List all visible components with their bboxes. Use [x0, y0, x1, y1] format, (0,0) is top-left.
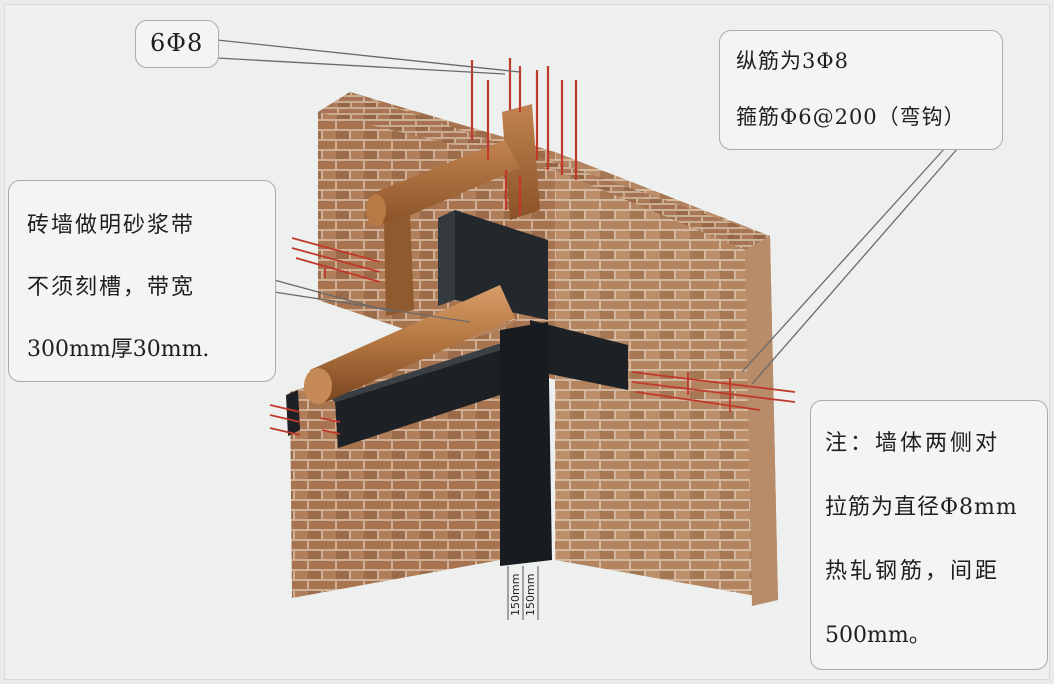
tie-bars-right: [319, 371, 796, 435]
timber-arm-end: [366, 194, 386, 226]
back-wall-edge: [745, 236, 778, 606]
callout-line: 拉筋为直径Φ8mm: [825, 495, 1018, 520]
column-upper-side: [438, 210, 455, 306]
callout-line: 纵筋为3Φ8: [736, 49, 849, 73]
callout-line: 箍筋Φ6@200（弯钩）: [736, 105, 966, 129]
callout-line: 不须刻槽，带宽: [27, 275, 196, 300]
callout-note: 注：墙体两侧对 拉筋为直径Φ8mm 热轧钢筋，间距 500mm。: [810, 400, 1048, 670]
callout-rebar-count: 6Φ8: [135, 20, 219, 68]
beam-right: [530, 320, 628, 390]
timber-log-end: [304, 368, 332, 404]
callout-mortar-band: 砖墙做明砂浆带 不须刻槽，带宽 300mm厚30mm.: [8, 180, 276, 382]
back-wall-top: [318, 92, 770, 250]
callout-line: 砖墙做明砂浆带: [27, 213, 196, 238]
timber-post: [502, 104, 540, 220]
column-left-end: [286, 390, 300, 436]
tie-bars-left: [269, 237, 381, 436]
leader-lines: [216, 39, 959, 385]
beam-left: [335, 350, 500, 448]
dimension-left-label: 150mm: [509, 574, 522, 616]
callout-line: 注：墙体两侧对: [825, 431, 1001, 456]
callout-longitudinal-rebar: 纵筋为3Φ8 箍筋Φ6@200（弯钩）: [719, 30, 1003, 150]
callout-line: 300mm厚30mm.: [27, 337, 210, 362]
top-rebars: [470, 58, 578, 215]
timber-arm: [368, 140, 520, 226]
callout-line: 热轧钢筋，间距: [825, 559, 1001, 584]
timber-log: [310, 285, 515, 402]
timber-leg: [384, 214, 414, 316]
dimension-right-label: 150mm: [524, 574, 537, 616]
column-upper: [455, 210, 548, 320]
callout-line: 6Φ8: [150, 29, 204, 57]
dimension-marks: [507, 566, 539, 620]
callout-line: 500mm。: [825, 623, 931, 648]
column-lower: [500, 322, 552, 566]
beam-left-top: [330, 335, 530, 402]
